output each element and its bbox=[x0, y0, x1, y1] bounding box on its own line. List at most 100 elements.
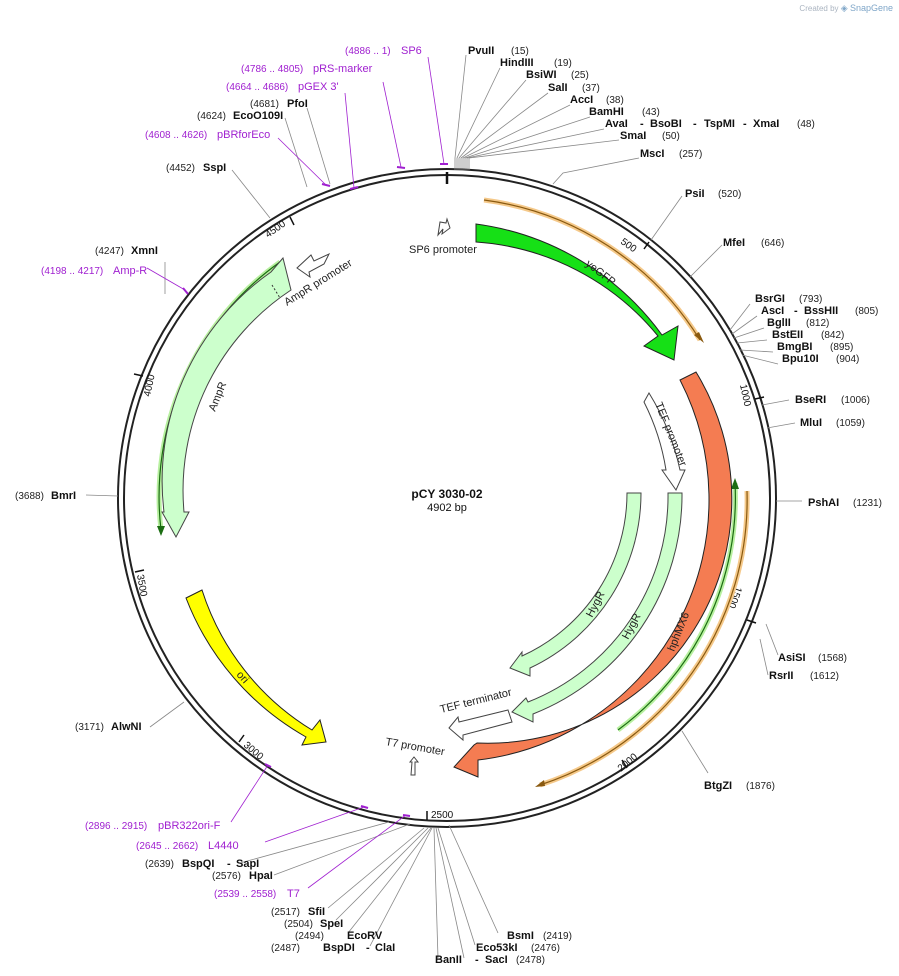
enzyme-pos: (3171) bbox=[75, 722, 104, 733]
enzyme-label[interactable]: TspMI bbox=[704, 118, 735, 130]
enzyme-pos: (2478) bbox=[516, 955, 545, 966]
feature-hphmx6[interactable] bbox=[453, 371, 733, 778]
enzyme-label[interactable]: BglII bbox=[767, 317, 791, 329]
ruler-ticks bbox=[133, 216, 765, 820]
enzyme-label[interactable]: AlwNI bbox=[111, 721, 142, 733]
enzyme-label[interactable]: SacI bbox=[485, 954, 508, 966]
enzyme-label[interactable]: Eco53kI bbox=[476, 942, 518, 954]
plasmid-size: 4902 bp bbox=[427, 502, 467, 514]
feature-tef-terminator[interactable] bbox=[448, 709, 513, 742]
enzyme-pos: (43) bbox=[642, 107, 660, 118]
enzyme-label[interactable]: BsrGI bbox=[755, 293, 785, 305]
enzyme-label[interactable]: SspI bbox=[203, 162, 226, 174]
enzyme-label[interactable]: BspDI bbox=[323, 942, 355, 954]
feature-ori[interactable] bbox=[185, 589, 327, 746]
enzyme-label[interactable]: BstEII bbox=[772, 329, 803, 341]
primer-range: (2645 .. 2662) bbox=[136, 841, 198, 852]
enzyme-label[interactable]: BsiWI bbox=[526, 69, 557, 81]
enzyme-pos: (1568) bbox=[818, 653, 847, 664]
feature-tef-promoter[interactable] bbox=[643, 392, 686, 492]
feature-t7-promoter[interactable] bbox=[408, 756, 420, 776]
enzyme-pos: (38) bbox=[606, 95, 624, 106]
feature-label-ampr: AmpR bbox=[207, 380, 230, 413]
enzyme-label[interactable]: BmrI bbox=[51, 490, 76, 502]
enzyme-label[interactable]: AccI bbox=[570, 94, 593, 106]
enzyme-pos: (25) bbox=[571, 70, 589, 81]
enzyme-label[interactable]: BamHI bbox=[589, 106, 624, 118]
enzyme-label[interactable]: MfeI bbox=[723, 237, 745, 249]
enzyme-label[interactable]: AvaI bbox=[605, 118, 628, 130]
feature-ampr-promoter[interactable] bbox=[296, 252, 331, 279]
feature-yegfp[interactable] bbox=[475, 223, 679, 361]
enzyme-separator: - bbox=[794, 305, 798, 317]
primer-label[interactable]: pRS-marker bbox=[313, 63, 373, 75]
enzyme-pos: (1059) bbox=[836, 418, 865, 429]
enzyme-label[interactable]: BsoBI bbox=[650, 118, 682, 130]
primer-label[interactable]: L4440 bbox=[208, 840, 239, 852]
enzyme-pos: (1006) bbox=[841, 395, 870, 406]
leader-lines bbox=[85, 54, 802, 959]
primer-label[interactable]: Amp-R bbox=[113, 265, 147, 277]
enzyme-label[interactable]: BmgBI bbox=[777, 341, 812, 353]
primer-label[interactable]: T7 bbox=[287, 888, 300, 900]
snapgene-logo-icon: ◈ bbox=[840, 3, 848, 13]
tick-label-1000: 1000 bbox=[737, 383, 752, 407]
enzyme-label[interactable]: BanII bbox=[435, 954, 462, 966]
enzyme-separator: - bbox=[693, 118, 697, 130]
enzyme-pos: (520) bbox=[718, 189, 741, 200]
enzyme-pos: (4681) bbox=[250, 99, 279, 110]
enzyme-label[interactable]: SfiI bbox=[308, 906, 325, 918]
enzyme-label[interactable]: BssHII bbox=[804, 305, 838, 317]
enzyme-label[interactable]: MscI bbox=[640, 148, 664, 160]
feature-ampr[interactable] bbox=[161, 256, 292, 539]
enzyme-pos: (2517) bbox=[271, 907, 300, 918]
enzyme-label[interactable]: PshAI bbox=[808, 497, 839, 509]
primer-label[interactable]: SP6 bbox=[401, 45, 422, 57]
primer-range: (4608 .. 4626) bbox=[145, 130, 207, 141]
enzyme-pos: (3688) bbox=[15, 491, 44, 502]
primer-label[interactable]: pBRforEco bbox=[217, 129, 270, 141]
enzyme-label[interactable]: AsiSI bbox=[778, 652, 806, 664]
enzyme-label[interactable]: BtgZI bbox=[704, 780, 732, 792]
primer-label[interactable]: pGEX 3' bbox=[298, 81, 339, 93]
tick-label-2500: 2500 bbox=[431, 810, 454, 821]
primer-label[interactable]: pBR322ori-F bbox=[158, 820, 221, 832]
enzyme-label[interactable]: HpaI bbox=[249, 870, 273, 882]
enzyme-label[interactable]: XmaI bbox=[753, 118, 779, 130]
feature-hygr-1[interactable] bbox=[509, 492, 642, 677]
enzyme-label[interactable]: Bpu10I bbox=[782, 353, 819, 365]
enzyme-label[interactable]: SmaI bbox=[620, 130, 646, 142]
enzyme-pos: (19) bbox=[554, 58, 572, 69]
enzyme-label[interactable]: SpeI bbox=[320, 918, 343, 930]
enzyme-label[interactable]: HindIII bbox=[500, 57, 534, 69]
snapgene-watermark: Created by ◈ SnapGene bbox=[799, 3, 893, 13]
enzyme-label[interactable]: XmnI bbox=[131, 245, 158, 257]
enzyme-label[interactable]: PsiI bbox=[685, 188, 705, 200]
enzyme-label[interactable]: BspQI bbox=[182, 858, 214, 870]
primer-range: (4886 .. 1) bbox=[345, 46, 391, 57]
primer-range: (2539 .. 2558) bbox=[214, 889, 276, 900]
enzyme-label[interactable]: PfoI bbox=[287, 98, 308, 110]
enzyme-separator: - bbox=[743, 118, 747, 130]
enzyme-label[interactable]: PvuII bbox=[468, 45, 494, 57]
enzyme-label[interactable]: SalI bbox=[548, 82, 568, 94]
enzyme-pos: (2476) bbox=[531, 943, 560, 954]
enzyme-label[interactable]: BseRI bbox=[795, 394, 826, 406]
enzyme-label[interactable]: EcoRV bbox=[347, 930, 383, 942]
enzyme-label[interactable]: BsmI bbox=[507, 930, 534, 942]
tick-label-3500: 3500 bbox=[134, 574, 149, 598]
feature-sp6-promoter[interactable] bbox=[437, 217, 451, 237]
enzyme-label[interactable]: EcoO109I bbox=[233, 110, 283, 122]
plasmid-name: pCY 3030-02 bbox=[411, 487, 482, 501]
enzyme-label[interactable]: RsrII bbox=[769, 670, 793, 682]
ampr-promoter-dash bbox=[271, 284, 281, 299]
enzyme-pos: (2494) bbox=[295, 931, 324, 942]
enzyme-pos: (842) bbox=[821, 330, 844, 341]
enzyme-label[interactable]: AscI bbox=[761, 305, 784, 317]
enzyme-label[interactable]: MluI bbox=[800, 417, 822, 429]
enzyme-label[interactable]: ClaI bbox=[375, 942, 395, 954]
enzyme-label[interactable]: SapI bbox=[236, 858, 259, 870]
enzyme-pos: (4452) bbox=[166, 163, 195, 174]
feature-hygr-2[interactable] bbox=[511, 492, 683, 723]
